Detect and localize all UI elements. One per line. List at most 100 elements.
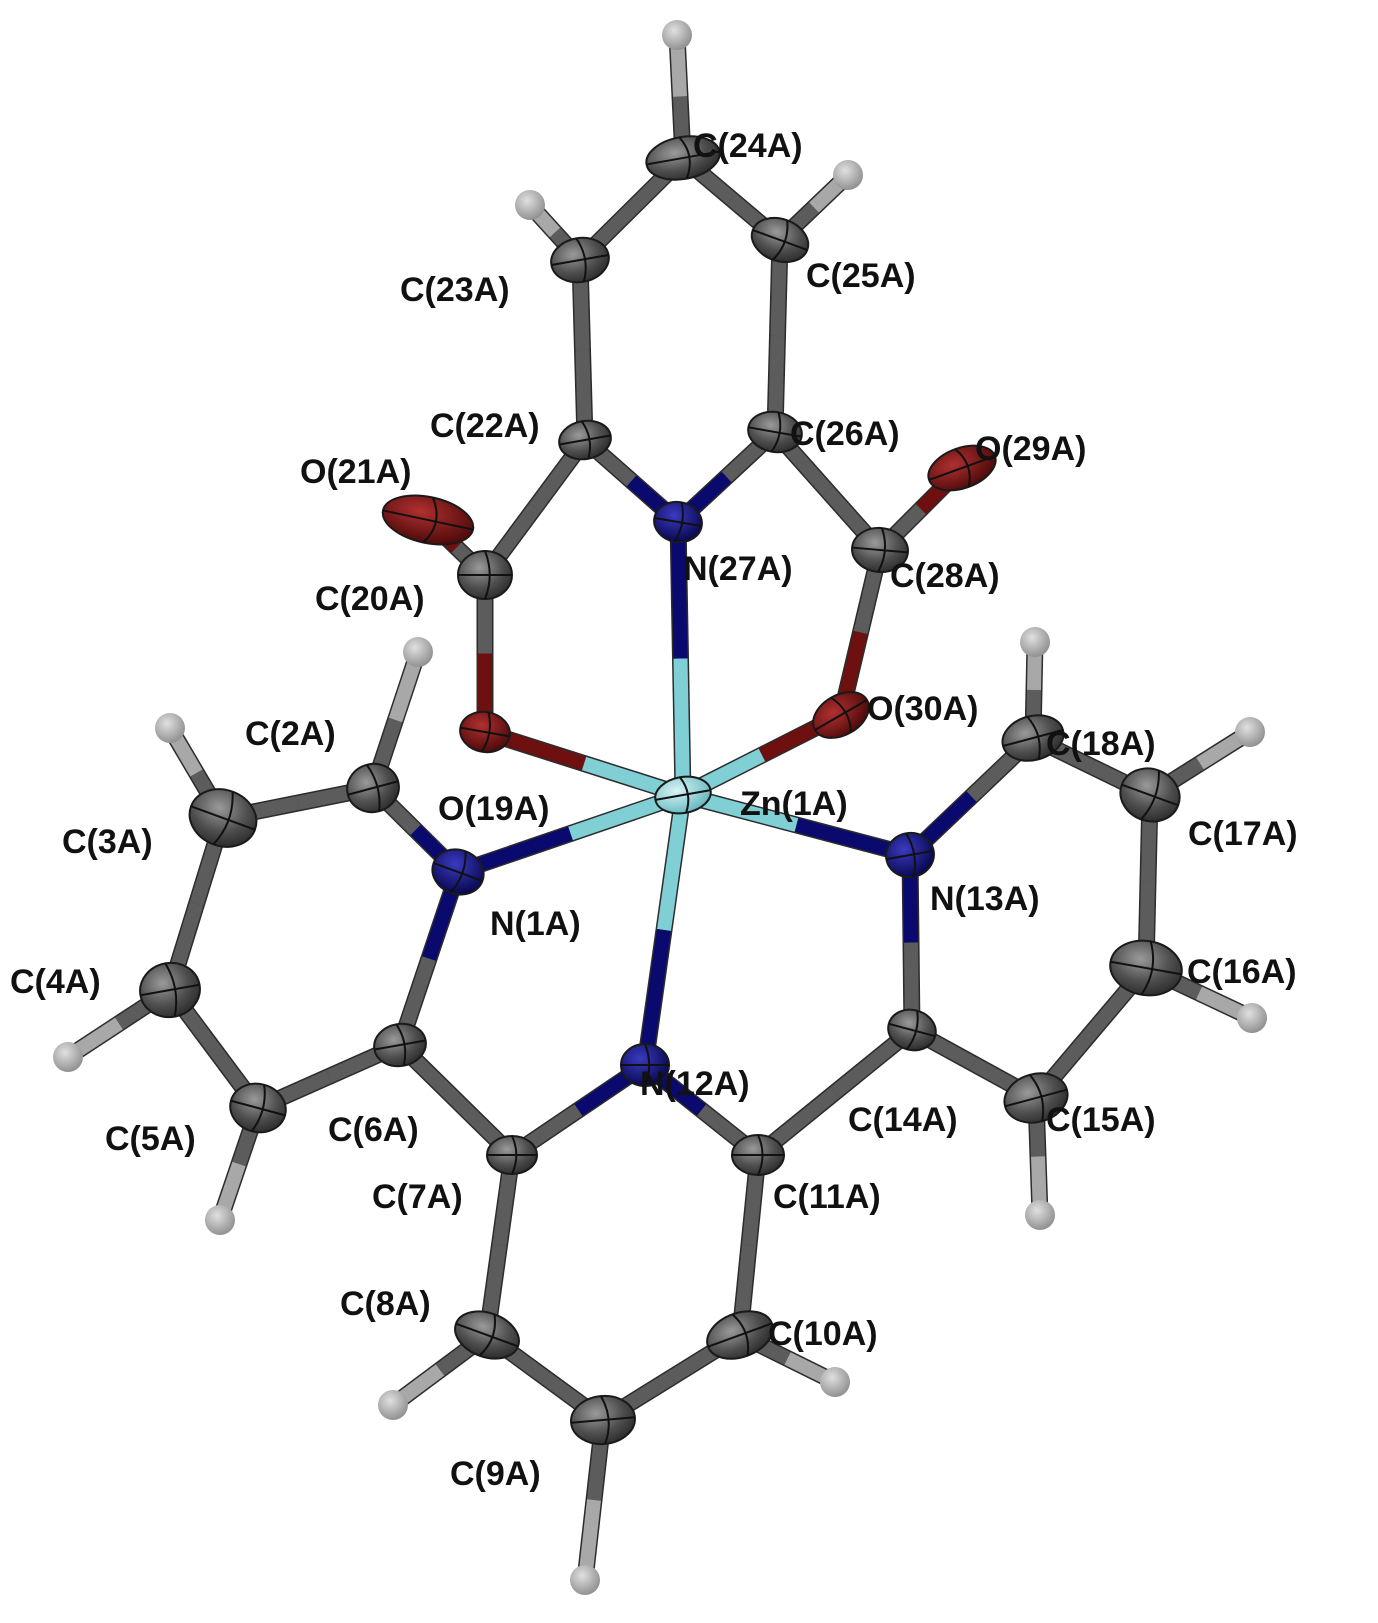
atom-label-C20A: C(20A) [315, 580, 425, 618]
principal-axes [886, 832, 934, 877]
bond-Zn1A-N12A [636, 793, 692, 1067]
bond-C10A-C11A [731, 1154, 767, 1336]
bond-C7A-C8A [478, 1153, 521, 1337]
atom-label-Zn1A: Zn(1A) [740, 785, 848, 823]
principal-axes [487, 1135, 537, 1175]
hydrogen-sphere [155, 713, 185, 743]
atom-label-O21A: O(21A) [300, 453, 411, 491]
principal-axes [571, 1395, 635, 1445]
bond-half-N12A [638, 929, 671, 1066]
principal-axes [230, 1084, 286, 1132]
atom-label-C28A: C(28A) [890, 557, 1000, 595]
atom-label-C18A: C(18A) [1046, 725, 1156, 763]
atom-C28A [851, 526, 909, 574]
atom-label-C5A: C(5A) [105, 1120, 196, 1158]
atom-H2 [403, 637, 433, 667]
atom-label-C2A: C(2A) [245, 715, 336, 753]
atom-C15A [1003, 1072, 1069, 1124]
atom-C20A [457, 550, 513, 600]
principal-axes [621, 1043, 669, 1087]
principal-axes [888, 1010, 936, 1050]
atom-H10 [820, 1367, 850, 1397]
atom-label-N12A: N(12A) [640, 1065, 750, 1103]
principal-axes [928, 448, 996, 487]
atom-H23 [515, 190, 545, 220]
hydrogen-sphere [1020, 627, 1050, 657]
atom-C18A [1001, 714, 1065, 762]
atom-C6A [373, 1022, 427, 1068]
atom-label-C22A: C(22A) [430, 407, 540, 445]
atom-label-O19A: O(19A) [438, 790, 549, 828]
atom-H24 [662, 20, 692, 50]
atom-layer [53, 20, 1267, 1595]
atom-C9A [570, 1394, 636, 1446]
atom-H4 [53, 1042, 83, 1072]
hydrogen-sphere [1025, 1200, 1055, 1230]
atom-C16A [1109, 939, 1183, 997]
atom-C26A [747, 410, 803, 454]
hydrogen-sphere [403, 637, 433, 667]
principal-axes [382, 497, 474, 544]
atom-N1A [431, 848, 485, 896]
atom-label-C23A: C(23A) [400, 271, 510, 309]
hydrogen-sphere [515, 190, 545, 220]
hydrogen-sphere [1237, 1003, 1267, 1033]
atom-C22A [558, 419, 612, 461]
principal-axes [646, 136, 720, 180]
atom-label-N1A: N(1A) [490, 905, 581, 943]
atom-C11A [731, 1134, 785, 1176]
atom-H3 [155, 713, 185, 743]
atom-label-C6A: C(6A) [328, 1111, 419, 1149]
principal-axes [190, 791, 256, 845]
hydrogen-sphere [570, 1565, 600, 1595]
atom-label-C16A: C(16A) [1187, 953, 1297, 991]
atom-H5 [205, 1205, 235, 1235]
bond-C14A-N13A [901, 854, 921, 1031]
principal-axes [654, 502, 702, 543]
atom-label-C17A: C(17A) [1188, 815, 1298, 853]
principal-axes [1121, 770, 1179, 821]
principal-axes [455, 1314, 519, 1357]
atom-label-C26A: C(26A) [790, 415, 900, 453]
atom-label-C25A: C(25A) [806, 257, 916, 295]
principal-axes [551, 237, 609, 282]
atom-label-C10A: C(10A) [768, 1315, 878, 1353]
atom-H18 [1020, 627, 1050, 657]
atom-O30A [812, 691, 870, 739]
atom-label-C8A: C(8A) [340, 1285, 431, 1323]
atom-H8 [378, 1390, 408, 1420]
hydrogen-sphere [53, 1042, 83, 1072]
atom-C17A [1119, 767, 1181, 823]
atom-label-C15A: C(15A) [1046, 1101, 1156, 1139]
atom-label-C7A: C(7A) [372, 1178, 463, 1216]
bond-C7A-N12A [507, 1057, 650, 1163]
hydrogen-sphere [833, 160, 863, 190]
atom-H25 [833, 160, 863, 190]
atom-label-C14A: C(14A) [848, 1101, 958, 1139]
atom-C14A [887, 1008, 937, 1052]
atom-C23A [550, 236, 610, 284]
principal-axes [140, 962, 200, 1017]
atom-label-O29A: O(29A) [975, 430, 1086, 468]
bond-C6A-N1A [391, 869, 467, 1048]
atom-label-O30A: O(30A) [867, 690, 978, 728]
bond-Zn1A-N27A [669, 521, 692, 796]
atom-N12A [620, 1043, 670, 1087]
atom-C10A [706, 1310, 774, 1360]
atom-H16 [1237, 1003, 1267, 1033]
principal-axes [732, 1134, 784, 1176]
principal-axes [559, 420, 611, 459]
principal-axes [458, 550, 512, 600]
hydrogen-sphere [820, 1367, 850, 1397]
principal-axes [1004, 1074, 1068, 1122]
atom-label-N13A: N(13A) [930, 880, 1040, 918]
principal-axes [433, 851, 483, 894]
atom-O21A [381, 494, 475, 546]
bond-C22A-C23A [571, 259, 594, 441]
principal-axes [852, 527, 908, 573]
principal-axes [752, 220, 808, 261]
atom-label-C11A: C(11A) [773, 1178, 881, 1216]
atom-C4A [139, 961, 201, 1019]
principal-axes [460, 712, 510, 753]
